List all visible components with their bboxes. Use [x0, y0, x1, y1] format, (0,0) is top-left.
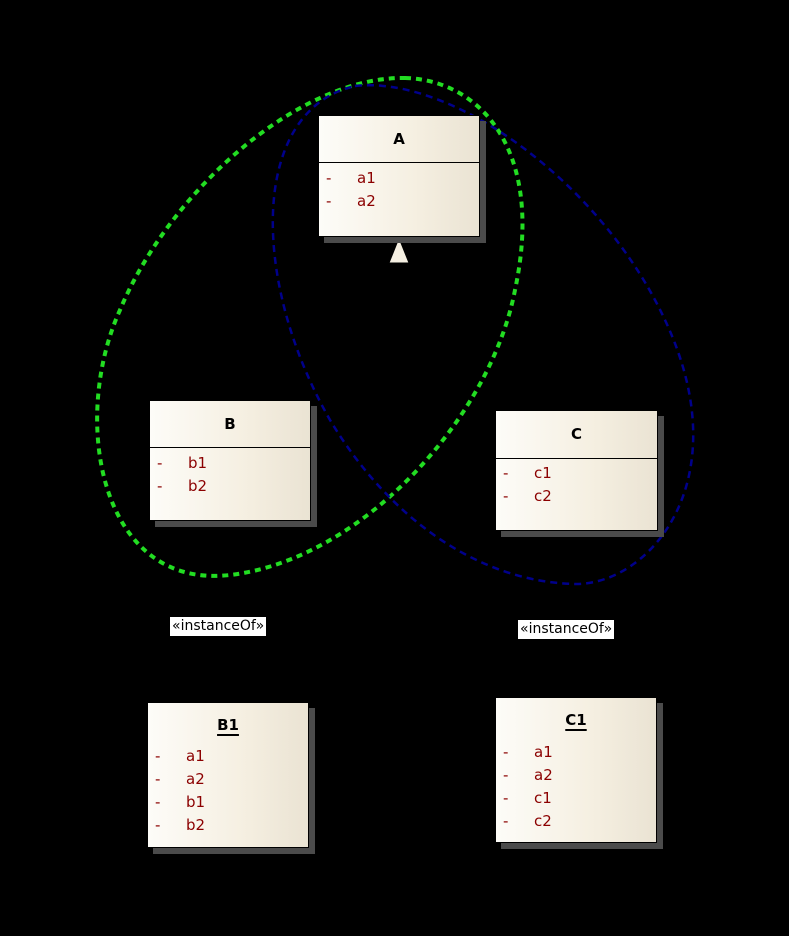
attribute-row: - a2: [319, 192, 479, 215]
attribute-row: - a1: [496, 743, 656, 766]
attribute-row: - a2: [496, 766, 656, 789]
attribute-row: - c2: [496, 812, 656, 835]
attribute-row: - c1: [496, 464, 657, 487]
visibility-marker: -: [503, 766, 509, 784]
class-a-name: A: [393, 130, 405, 148]
attribute-row: - b1: [148, 793, 308, 816]
visibility-marker: -: [155, 793, 161, 811]
class-a[interactable]: A - a1 - a2: [318, 115, 480, 237]
attribute-row: - a1: [319, 169, 479, 192]
visibility-marker: -: [326, 192, 332, 210]
attribute-name: a1: [357, 169, 376, 187]
visibility-marker: -: [155, 770, 161, 788]
attribute-row: - a2: [148, 770, 308, 793]
class-c-separator: [496, 458, 657, 459]
attribute-name: a2: [534, 766, 553, 784]
class-b-separator: [150, 447, 310, 448]
attribute-name: a2: [186, 770, 205, 788]
attribute-row: - b2: [150, 477, 310, 500]
visibility-marker: -: [503, 789, 509, 807]
attribute-row: - a1: [148, 747, 308, 770]
class-c-attributes: - c1 - c2: [496, 459, 657, 510]
attribute-name: c2: [534, 812, 552, 830]
visibility-marker: -: [326, 169, 332, 187]
attribute-row: - b2: [148, 816, 308, 839]
attribute-row: - c1: [496, 789, 656, 812]
instance-b1-name: B1: [217, 716, 239, 734]
visibility-marker: -: [155, 747, 161, 765]
attribute-name: b1: [188, 454, 208, 472]
green-dotted-loop: [95, 75, 525, 578]
attribute-row: - b1: [150, 454, 310, 477]
attribute-row: - c2: [496, 487, 657, 510]
instance-of-label-b: «instanceOf»: [170, 617, 267, 636]
attribute-name: b1: [186, 793, 206, 811]
class-b-name: B: [224, 415, 236, 433]
instance-c1-attributes: - a1 - a2 - c1 - c2: [496, 743, 656, 835]
class-c[interactable]: C - c1 - c2: [495, 410, 658, 531]
class-c-name: C: [570, 425, 582, 443]
attribute-name: c2: [534, 487, 552, 505]
attribute-name: c1: [534, 789, 552, 807]
instance-b1-attributes: - a1 - a2 - b1 - b2: [148, 747, 308, 839]
class-b-attributes: - b1 - b2: [150, 448, 310, 500]
class-a-separator: [319, 162, 479, 163]
blue-dashed-loop: [271, 83, 695, 586]
attribute-name: c1: [534, 464, 552, 482]
visibility-marker: -: [157, 477, 163, 495]
visibility-marker: -: [157, 454, 163, 472]
instance-of-label-c: «instanceOf»: [518, 620, 615, 639]
visibility-marker: -: [155, 816, 161, 834]
visibility-marker: -: [503, 743, 509, 761]
generalization-arrowhead: [388, 236, 410, 264]
attribute-name: b2: [188, 477, 208, 495]
attribute-name: a1: [186, 747, 205, 765]
visibility-marker: -: [503, 487, 509, 505]
instance-c1[interactable]: C1 - a1 - a2 - c1 - c2: [495, 697, 657, 843]
visibility-marker: -: [503, 812, 509, 830]
attribute-name: a1: [534, 743, 553, 761]
class-a-attributes: - a1 - a2: [319, 163, 479, 215]
class-b[interactable]: B - b1 - b2: [149, 400, 311, 521]
attribute-name: a2: [357, 192, 376, 210]
instance-b1[interactable]: B1 - a1 - a2 - b1 - b2: [147, 702, 309, 848]
instance-c1-name: C1: [565, 711, 587, 729]
attribute-name: b2: [186, 816, 206, 834]
visibility-marker: -: [503, 464, 509, 482]
